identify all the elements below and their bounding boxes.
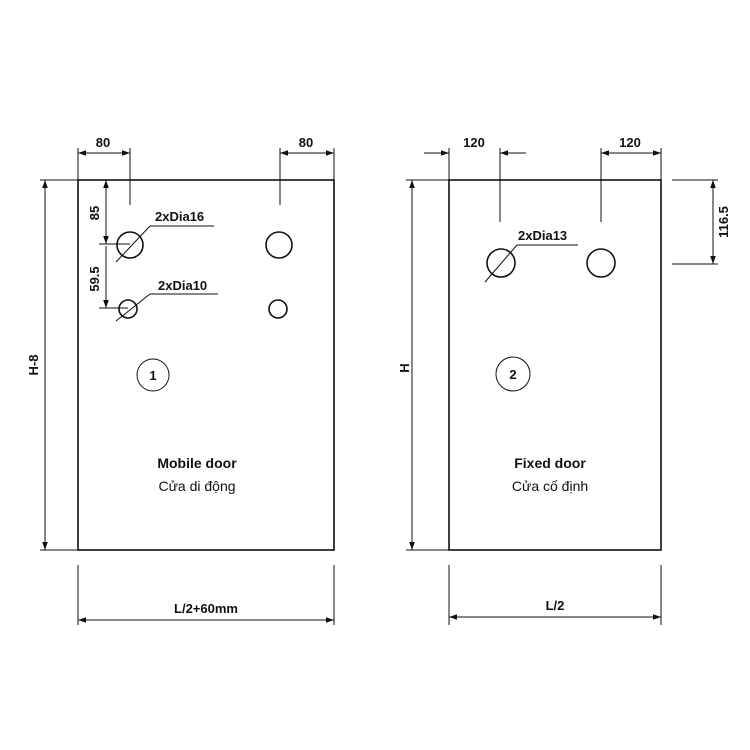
mobile-dim-vertical-holes: 85 59.5 <box>87 180 130 309</box>
mobile-dim-top-left: 80 <box>77 135 131 205</box>
mobile-hole-small-label: 2xDia10 <box>158 278 207 293</box>
mobile-number-badge <box>136 358 170 392</box>
fixed-dim-side-label: 116.5 <box>716 206 731 238</box>
fixed-hole-label: 2xDia13 <box>518 228 567 243</box>
mobile-height-label: H-8 <box>26 355 41 376</box>
mobile-dim-top-right-label: 80 <box>299 135 313 150</box>
mobile-hole-large-leader <box>115 225 151 263</box>
fixed-height-label: H <box>397 363 412 372</box>
fixed-door-outline <box>448 179 662 551</box>
mobile-hole-small-left <box>118 299 138 319</box>
fixed-door-panel: 120 120 2xDia13 116.5 H <box>397 135 731 625</box>
mobile-hole-large-right <box>265 231 293 259</box>
fixed-dim-top-right: 120 <box>600 135 662 222</box>
fixed-width-label: L/2 <box>546 598 565 613</box>
mobile-hole-large-label: 2xDia16 <box>155 209 204 224</box>
fixed-hole-leader <box>484 244 518 283</box>
fixed-dim-side: 116.5 <box>672 179 731 265</box>
fixed-dim-width: L/2 <box>448 565 662 625</box>
mobile-dim-top-right: 80 <box>279 135 335 205</box>
fixed-dim-height: H <box>397 179 449 551</box>
mobile-dim-height: H-8 <box>26 179 78 551</box>
mobile-dim-85-label: 85 <box>87 206 102 220</box>
mobile-dim-59-5-label: 59.5 <box>87 266 102 291</box>
fixed-title-en: Fixed door <box>514 455 586 471</box>
mobile-hole-small-leader <box>115 293 151 322</box>
mobile-door-panel: 80 80 85 59.5 2xDia16 2xDia10 <box>26 135 335 625</box>
fixed-dim-top-left: 120 <box>424 135 526 222</box>
fixed-dim-top-right-label: 120 <box>619 135 641 150</box>
mobile-hole-large-left <box>116 231 144 259</box>
mobile-door-outline <box>77 179 335 551</box>
fixed-number-label: 2 <box>509 367 516 382</box>
fixed-dim-top-left-label: 120 <box>463 135 485 150</box>
fixed-hole-left <box>486 248 516 278</box>
mobile-number-label: 1 <box>149 368 156 383</box>
fixed-hole-right <box>586 248 616 278</box>
mobile-dim-top-left-label: 80 <box>96 135 110 150</box>
mobile-width-label: L/2+60mm <box>174 601 238 616</box>
mobile-dim-width: L/2+60mm <box>77 565 335 625</box>
fixed-number-badge <box>495 356 531 392</box>
mobile-title-vi: Cửa di động <box>158 478 235 494</box>
mobile-title-en: Mobile door <box>157 455 237 471</box>
mobile-hole-small-right <box>268 299 288 319</box>
fixed-title-vi: Cửa cố định <box>512 478 588 494</box>
